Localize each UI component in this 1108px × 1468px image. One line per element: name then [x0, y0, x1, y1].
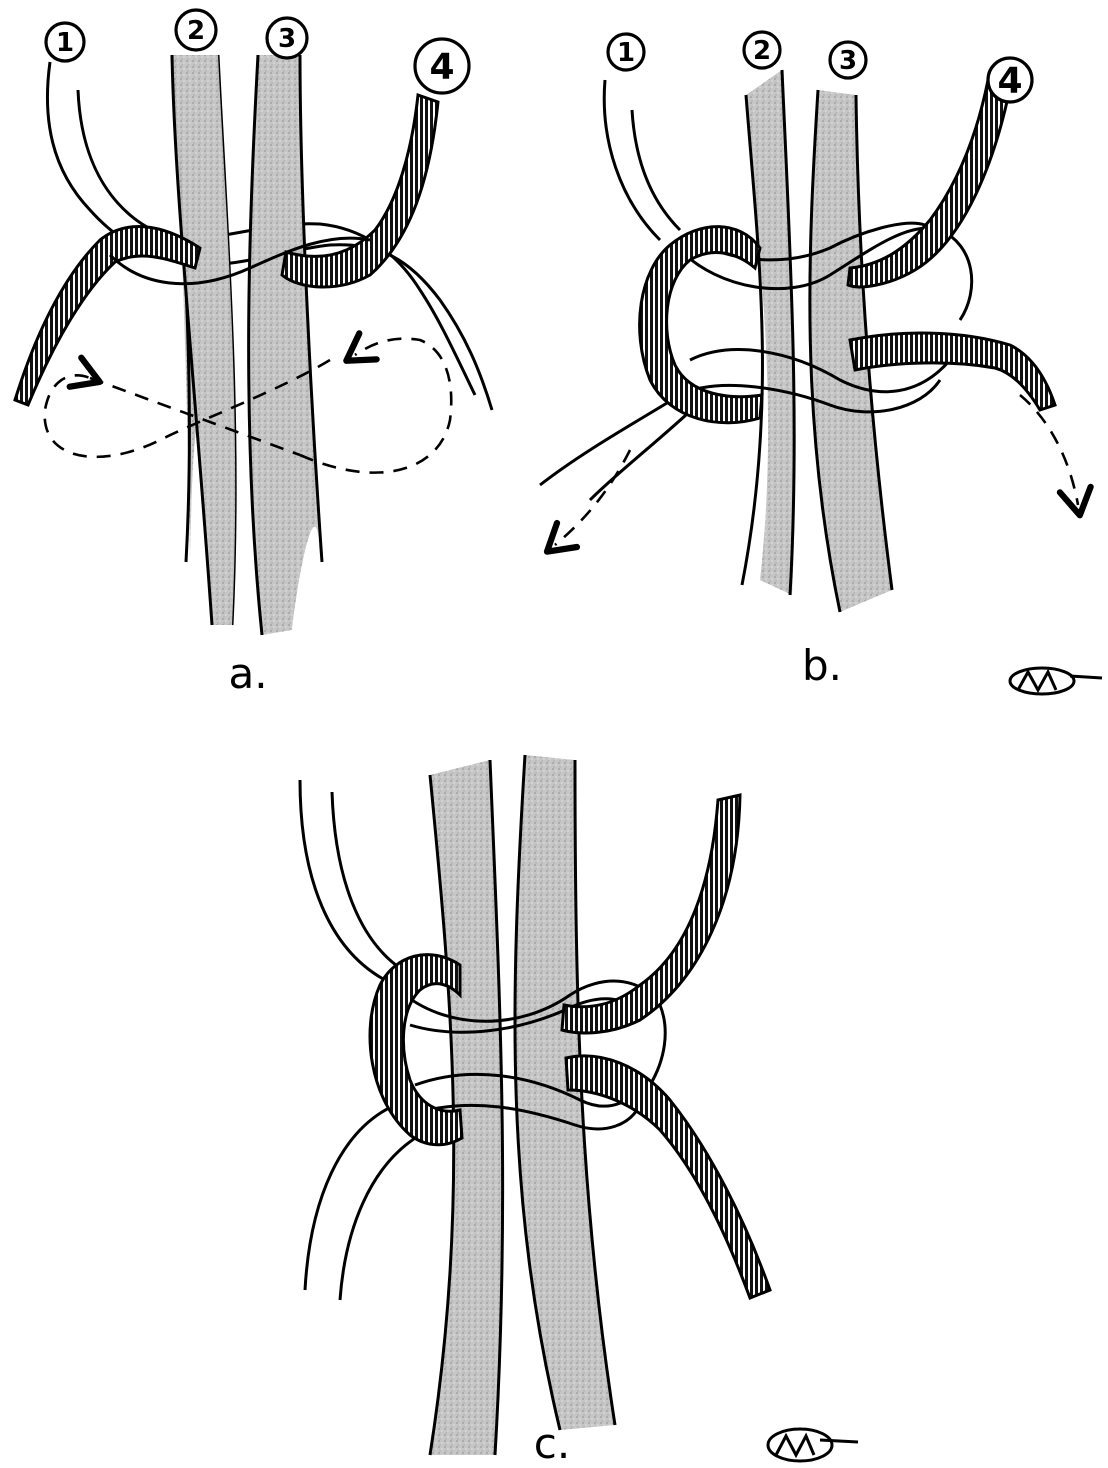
svg-text:4: 4	[429, 47, 454, 88]
svg-text:2: 2	[187, 16, 205, 46]
panel-a-number-2: 2	[176, 10, 216, 50]
panel-a-number-3: 3	[267, 18, 307, 58]
panel-a-cord-2	[172, 55, 235, 625]
svg-text:1: 1	[617, 38, 635, 68]
svg-text:2: 2	[753, 36, 771, 66]
panel-b-number-3: 3	[830, 42, 866, 78]
panel-c: c.	[300, 755, 858, 1468]
panel-b: 1 2 3 4 b.	[540, 32, 1102, 694]
panel-a-number-1: 1	[46, 23, 84, 61]
panel-c-label: c.	[534, 1419, 570, 1468]
svg-text:1: 1	[56, 28, 74, 58]
svg-text:4: 4	[997, 61, 1022, 102]
panel-a-label: a.	[228, 649, 267, 698]
panel-c-signature-icon	[768, 1429, 858, 1461]
panel-b-signature-icon	[1010, 668, 1102, 694]
panel-a: 1 2 3 4 a.	[15, 10, 492, 698]
svg-text:3: 3	[278, 24, 296, 54]
panel-b-arrow-right	[1020, 395, 1078, 505]
svg-text:3: 3	[839, 46, 857, 76]
panel-a-number-4: 4	[415, 39, 469, 93]
panel-b-cord-2	[742, 70, 795, 595]
panel-b-number-4: 4	[988, 58, 1032, 102]
panel-a-cord-3	[249, 55, 322, 635]
panel-b-number-2: 2	[744, 32, 780, 68]
panel-b-number-1: 1	[608, 34, 644, 70]
panel-b-label: b.	[802, 641, 842, 690]
